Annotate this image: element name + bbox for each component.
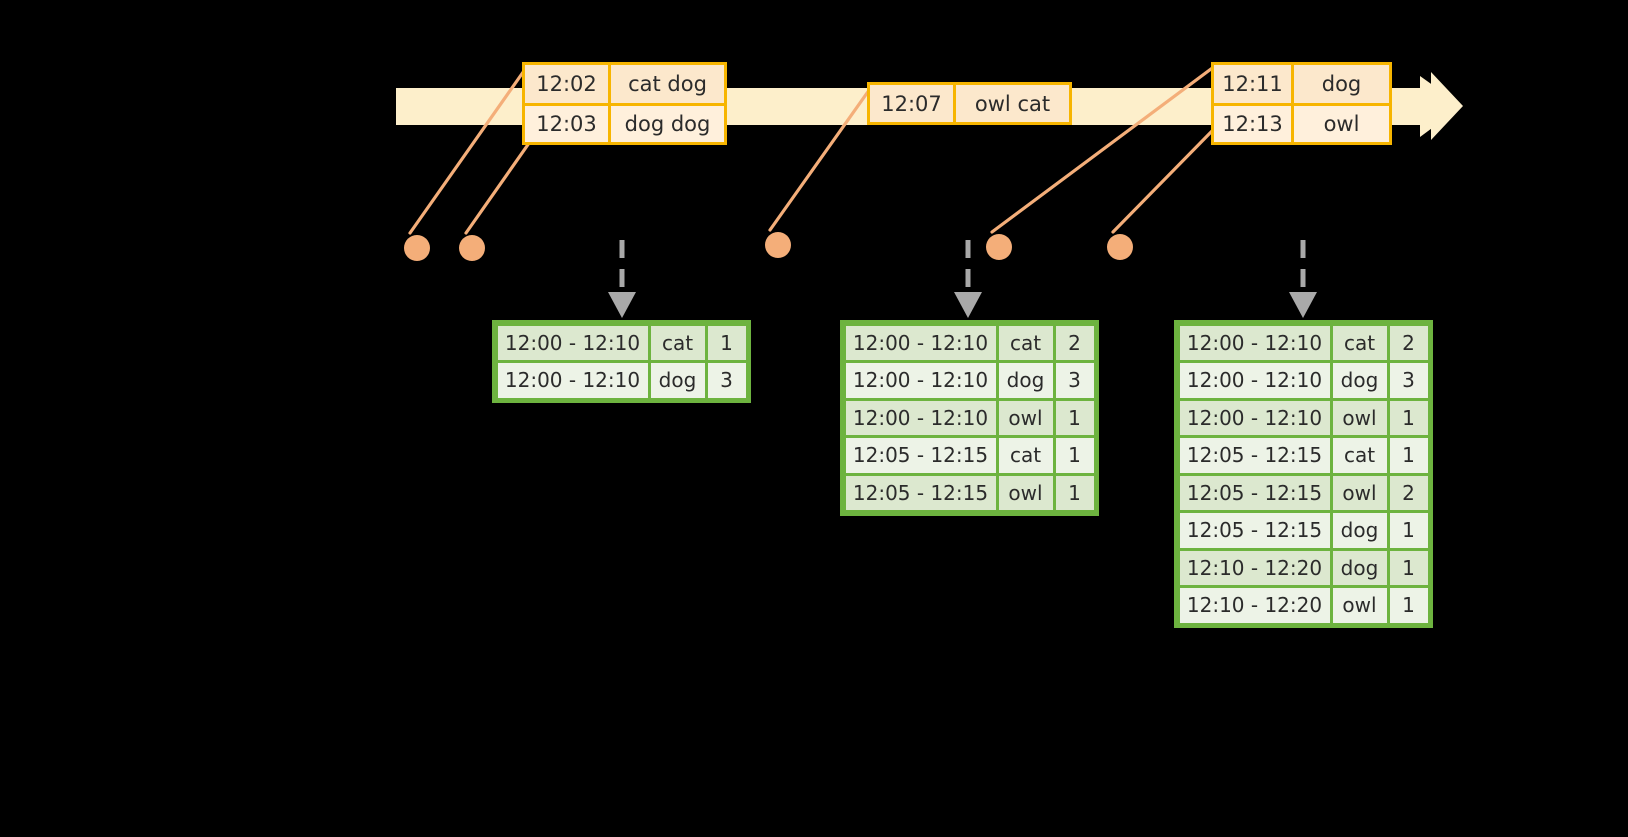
key-cell: cat: [650, 325, 705, 360]
window-cell: 12:05 - 12:15: [1179, 513, 1330, 548]
dashed-down-arrow-2: [954, 240, 982, 318]
table-row: 12:00 - 12:10 dog 3: [1178, 362, 1429, 400]
table-row: 12:00 - 12:10 cat 2: [844, 324, 1095, 362]
key-cell: owl: [998, 475, 1053, 510]
table-row: 12:05 - 12:15 cat 1: [844, 437, 1095, 475]
window-cell: 12:00 - 12:10: [845, 325, 996, 360]
count-cell: 1: [1389, 438, 1428, 473]
result-table-2[interactable]: 12:00 - 12:10 cat 2 12:00 - 12:10 dog 3 …: [840, 320, 1099, 516]
table-row: 12:05 - 12:15 cat 1: [1178, 437, 1429, 475]
result-table-1[interactable]: 12:00 - 12:10 cat 1 12:00 - 12:10 dog 3: [492, 320, 751, 403]
key-cell: cat: [998, 438, 1053, 473]
count-cell: 2: [1389, 475, 1428, 510]
event-words: dog: [1321, 72, 1362, 97]
window-cell: 12:00 - 12:10: [1179, 325, 1330, 360]
window-cell: 12:10 - 12:20: [1179, 588, 1330, 623]
key-cell: dog: [1332, 513, 1387, 548]
window-cell: 12:00 - 12:10: [497, 363, 648, 398]
table-row: 12:00 - 12:10 owl 1: [844, 399, 1095, 437]
count-cell: 1: [707, 325, 746, 360]
event-time: 12:02: [525, 65, 611, 104]
event-time: 12:07: [870, 85, 956, 122]
count-cell: 2: [1389, 325, 1428, 360]
connector-dot-1: [404, 235, 430, 261]
key-cell: dog: [1332, 550, 1387, 585]
key-cell: owl: [998, 400, 1053, 435]
event-words: owl: [1323, 112, 1360, 137]
connector-dot-4: [986, 234, 1012, 260]
event-row: 12:07 owl cat: [870, 85, 1069, 122]
event-row: 12:11 dog: [1214, 65, 1389, 104]
event-time: 12:11: [1214, 65, 1294, 104]
event-words: dog dog: [624, 112, 711, 137]
event-time: 12:03: [525, 106, 611, 142]
count-cell: 1: [1389, 550, 1428, 585]
key-cell: dog: [1332, 363, 1387, 398]
key-cell: cat: [1332, 325, 1387, 360]
count-cell: 1: [1055, 400, 1094, 435]
count-cell: 1: [1389, 588, 1428, 623]
window-cell: 12:00 - 12:10: [497, 325, 648, 360]
window-cell: 12:00 - 12:10: [845, 400, 996, 435]
count-cell: 1: [1055, 475, 1094, 510]
event-time: 12:13: [1214, 106, 1294, 142]
dashed-down-arrow-3: [1289, 240, 1317, 318]
table-row: 12:00 - 12:10 owl 1: [1178, 399, 1429, 437]
key-cell: dog: [650, 363, 705, 398]
window-cell: 12:10 - 12:20: [1179, 550, 1330, 585]
count-cell: 3: [707, 363, 746, 398]
table-row: 12:00 - 12:10 dog 3: [844, 362, 1095, 400]
table-row: 12:00 - 12:10 cat 1: [496, 324, 747, 362]
table-row: 12:00 - 12:10 cat 2: [1178, 324, 1429, 362]
table-row: 12:05 - 12:15 dog 1: [1178, 512, 1429, 550]
count-cell: 3: [1055, 363, 1094, 398]
window-cell: 12:05 - 12:15: [1179, 438, 1330, 473]
key-cell: dog: [998, 363, 1053, 398]
key-cell: owl: [1332, 588, 1387, 623]
connector-dot-2: [459, 235, 485, 261]
window-cell: 12:00 - 12:10: [1179, 400, 1330, 435]
window-cell: 12:00 - 12:10: [1179, 363, 1330, 398]
event-words: cat dog: [628, 72, 707, 97]
window-cell: 12:05 - 12:15: [845, 438, 996, 473]
key-cell: owl: [1332, 400, 1387, 435]
event-group-1[interactable]: 12:02 cat dog 12:03 dog dog: [522, 62, 727, 145]
event-row: 12:13 owl: [1214, 103, 1389, 142]
event-words: owl cat: [974, 91, 1051, 116]
event-row: 12:03 dog dog: [525, 103, 724, 142]
count-cell: 2: [1055, 325, 1094, 360]
dashed-down-arrows: [608, 240, 1317, 318]
count-cell: 1: [1389, 513, 1428, 548]
window-cell: 12:05 - 12:15: [1179, 475, 1330, 510]
table-row: 12:10 - 12:20 dog 1: [1178, 549, 1429, 587]
connector-dot-5: [1107, 234, 1133, 260]
key-cell: cat: [998, 325, 1053, 360]
count-cell: 1: [1055, 438, 1094, 473]
event-group-3[interactable]: 12:11 dog 12:13 owl: [1211, 62, 1392, 145]
window-cell: 12:05 - 12:15: [845, 475, 996, 510]
connector-dot-3: [765, 232, 791, 258]
table-row: 12:10 - 12:20 owl 1: [1178, 587, 1429, 625]
event-group-2[interactable]: 12:07 owl cat: [867, 82, 1072, 125]
count-cell: 1: [1389, 400, 1428, 435]
window-cell: 12:00 - 12:10: [845, 363, 996, 398]
dashed-down-arrow-1: [608, 240, 636, 318]
count-cell: 3: [1389, 363, 1428, 398]
event-row: 12:02 cat dog: [525, 65, 724, 104]
table-row: 12:05 - 12:15 owl 1: [844, 474, 1095, 512]
table-row: 12:00 - 12:10 dog 3: [496, 362, 747, 400]
table-row: 12:05 - 12:15 owl 2: [1178, 474, 1429, 512]
key-cell: cat: [1332, 438, 1387, 473]
result-table-3[interactable]: 12:00 - 12:10 cat 2 12:00 - 12:10 dog 3 …: [1174, 320, 1433, 628]
key-cell: owl: [1332, 475, 1387, 510]
